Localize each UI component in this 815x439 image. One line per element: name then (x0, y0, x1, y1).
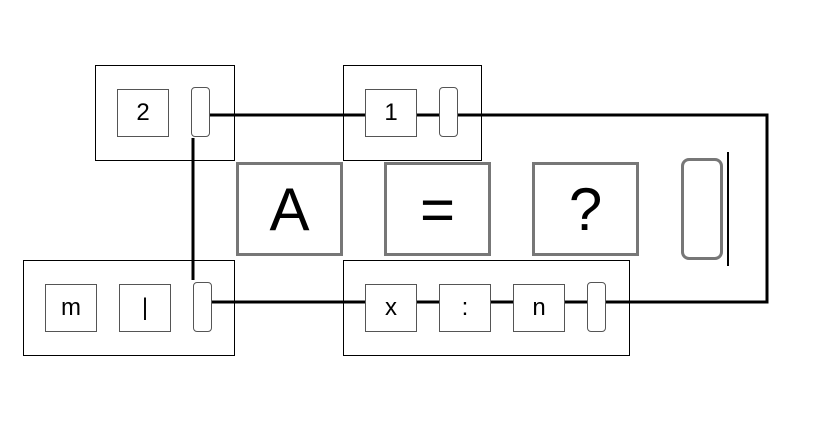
symbol-tile[interactable]: : (439, 284, 491, 332)
node-bottom-right (343, 260, 630, 356)
digit-tile[interactable]: 2 (117, 89, 169, 137)
port-handle[interactable] (587, 282, 606, 332)
node-top-right (343, 65, 482, 161)
symbol-tile[interactable]: x (365, 284, 417, 332)
symbol-tile[interactable]: | (119, 284, 171, 332)
digit-tile[interactable]: 1 (365, 89, 417, 137)
node-top-left (95, 65, 235, 161)
port-handle[interactable] (191, 87, 210, 137)
equation-right-tile[interactable]: ? (532, 162, 639, 256)
text-caret (727, 152, 729, 266)
node-bottom-left (23, 260, 235, 356)
equation-operator-tile[interactable]: = (384, 162, 491, 256)
symbol-tile[interactable]: m (45, 284, 97, 332)
answer-slot[interactable] (681, 158, 723, 260)
port-handle[interactable] (193, 282, 212, 332)
port-handle[interactable] (439, 87, 458, 137)
symbol-tile[interactable]: n (513, 284, 565, 332)
equation-left-tile[interactable]: A (236, 162, 343, 256)
